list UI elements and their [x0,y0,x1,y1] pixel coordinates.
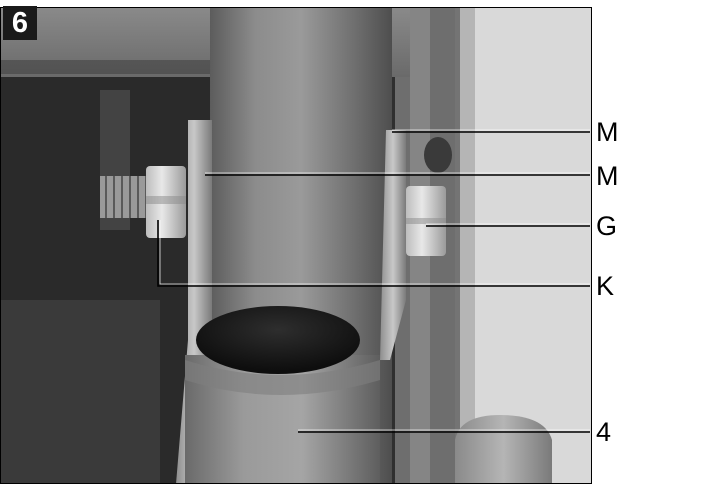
callout-label-k: K [596,271,615,301]
figure-number-badge: 6 [3,6,37,40]
callout-label-g: G [596,211,618,241]
callout-label-four: 4 [596,417,612,447]
leader-line-k [157,220,590,287]
callout-label-m-upper: M [596,117,619,147]
callout-label-m-lower: M [596,161,619,191]
